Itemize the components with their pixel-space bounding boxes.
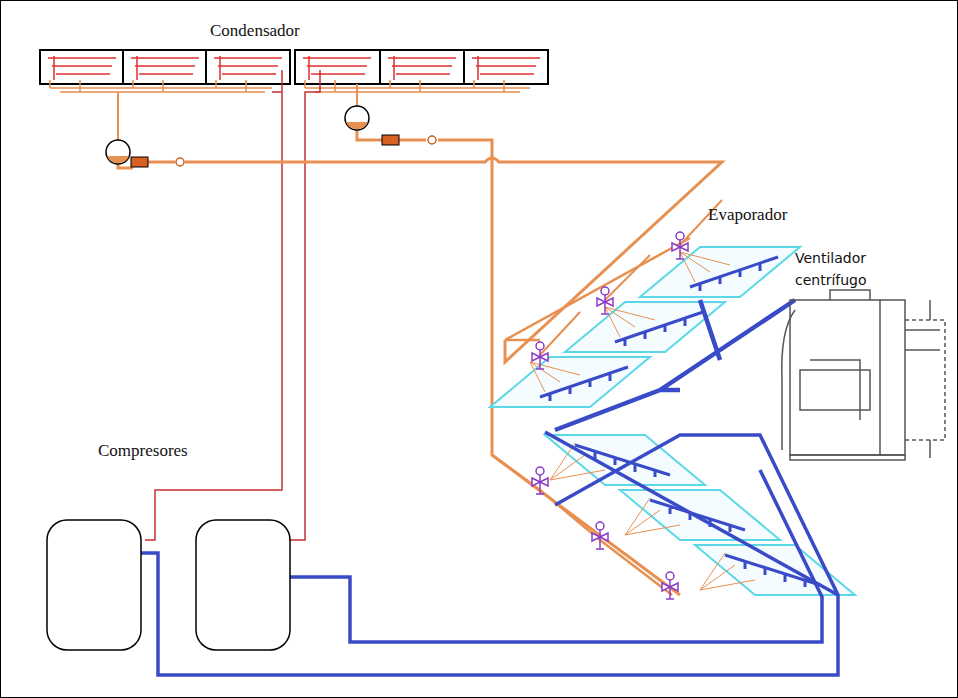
- discharge-lines: [145, 70, 320, 540]
- part-label: Ventilador centrífugo: [795, 247, 895, 291]
- expansion-valves: [532, 232, 688, 599]
- part-label: Evaporador: [708, 205, 787, 225]
- condenser: [40, 50, 548, 92]
- suction-lines: [140, 300, 838, 675]
- compressors: [47, 520, 290, 650]
- title-label: Condensador: [210, 21, 300, 41]
- part-label: Compresores: [98, 441, 188, 461]
- centrifugal-fan: [782, 290, 945, 460]
- evaporator: [490, 247, 855, 595]
